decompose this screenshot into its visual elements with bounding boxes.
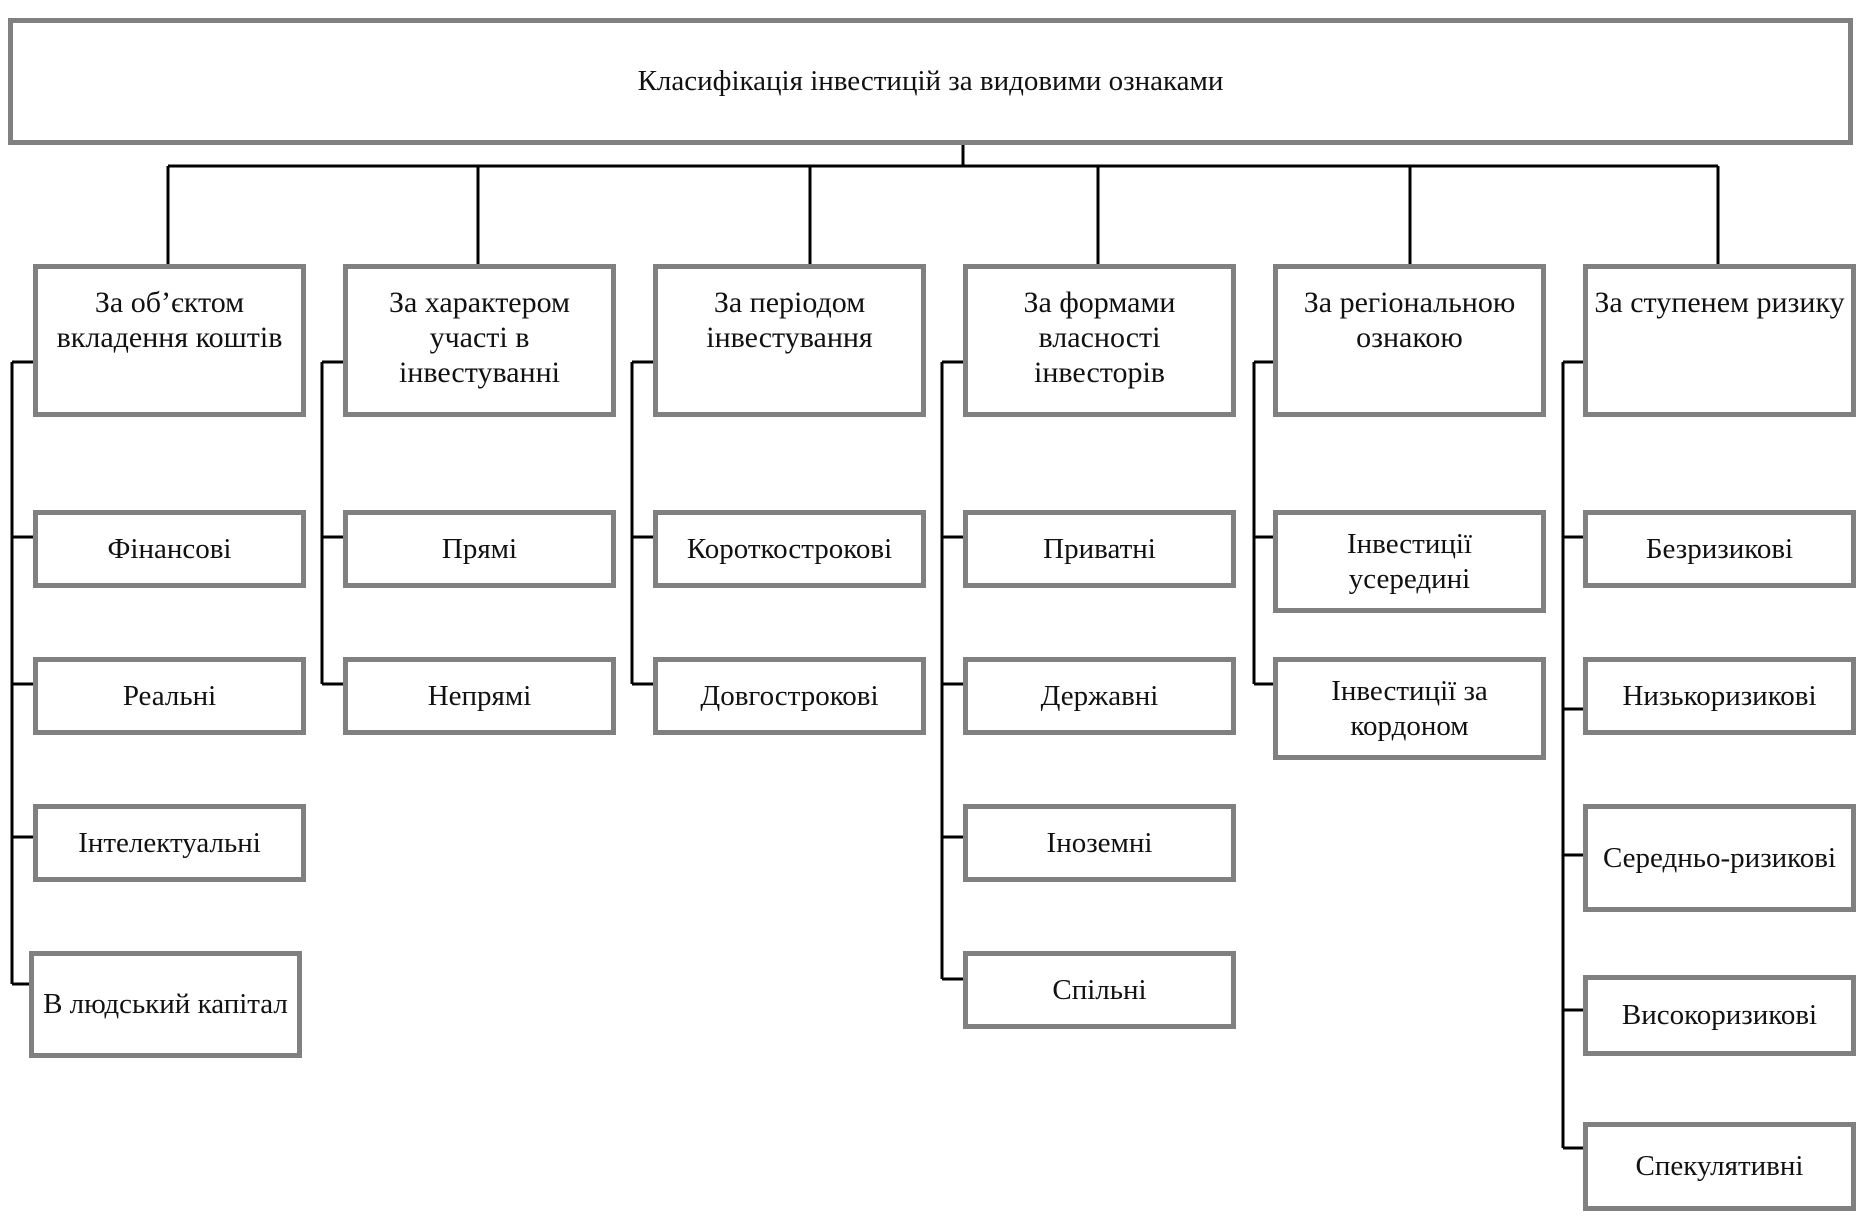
category-box-period: За періодом інвестування [653,264,926,417]
item-label: Інтелектуальні [78,826,261,859]
category-box-regional: За регіональною ознакою [1273,264,1546,417]
item-label: Державні [1040,679,1159,712]
item-label: Високоризикові [1621,999,1818,1031]
category-label: За періодом інвестування [706,286,873,354]
item-box-speculative: Спекулятивні [1583,1122,1856,1211]
category-box-object: За об’єктом вкладення коштів [33,264,306,417]
category-label: За ступенем ризику [1594,286,1845,319]
item-label: Приватні [1043,532,1156,565]
item-label: Спекулятивні [1635,1150,1804,1182]
item-box-short-term: Короткострокові [653,510,926,588]
item-label: Реальні [122,679,217,712]
item-label: Непрямі [427,679,532,712]
item-box-human-capital: В людський капітал [29,951,302,1058]
item-box-high-risk: Високоризикові [1583,975,1856,1056]
item-label: Довгострокові [700,679,879,712]
item-box-intellectual: Інтелектуальні [33,804,306,882]
item-box-indirect: Непрямі [343,657,616,735]
category-label: За об’єктом вкладення коштів [56,286,283,354]
item-box-riskless: Безризикові [1583,510,1856,588]
item-box-state: Державні [963,657,1236,735]
root-title-box: Класифікація інвестицій за видовими озна… [8,18,1853,145]
item-label: Інвестиції усередині [1347,527,1472,595]
item-label: Короткострокові [686,532,893,565]
root-title: Класифікація інвестицій за видовими озна… [637,65,1224,97]
item-box-medium-risk: Середньо-ризикові [1583,804,1856,912]
category-label: За формами власності інвесторів [1023,286,1176,389]
category-box-participation: За характером участі в інвестуванні [343,264,616,417]
item-box-real: Реальні [33,657,306,735]
item-label: Іноземні [1046,826,1153,859]
item-box-foreign: Іноземні [963,804,1236,882]
category-box-ownership: За формами власності інвесторів [963,264,1236,417]
category-label: За характером участі в інвестуванні [388,286,571,389]
item-label: Фінансові [107,532,232,565]
item-box-long-term: Довгострокові [653,657,926,735]
item-label: Спільні [1052,973,1147,1006]
item-box-low-risk: Низькоризикові [1583,657,1856,735]
item-label: В людський капітал [43,988,288,1020]
category-box-risk: За ступенем ризику [1583,264,1856,417]
item-box-direct: Прямі [343,510,616,588]
item-label: Прямі [441,532,518,565]
item-box-domestic: Інвестиції усередині [1273,510,1546,613]
item-label: Середньо-ризикові [1602,841,1837,874]
item-label: Інвестиції за кордоном [1331,674,1488,742]
item-box-abroad: Інвестиції за кордоном [1273,657,1546,760]
item-box-joint: Спільні [963,951,1236,1029]
item-label: Низькоризикові [1622,679,1817,712]
item-box-financial: Фінансові [33,510,306,588]
item-label: Безризикові [1645,532,1794,565]
item-box-private: Приватні [963,510,1236,588]
category-label: За регіональною ознакою [1303,286,1516,354]
